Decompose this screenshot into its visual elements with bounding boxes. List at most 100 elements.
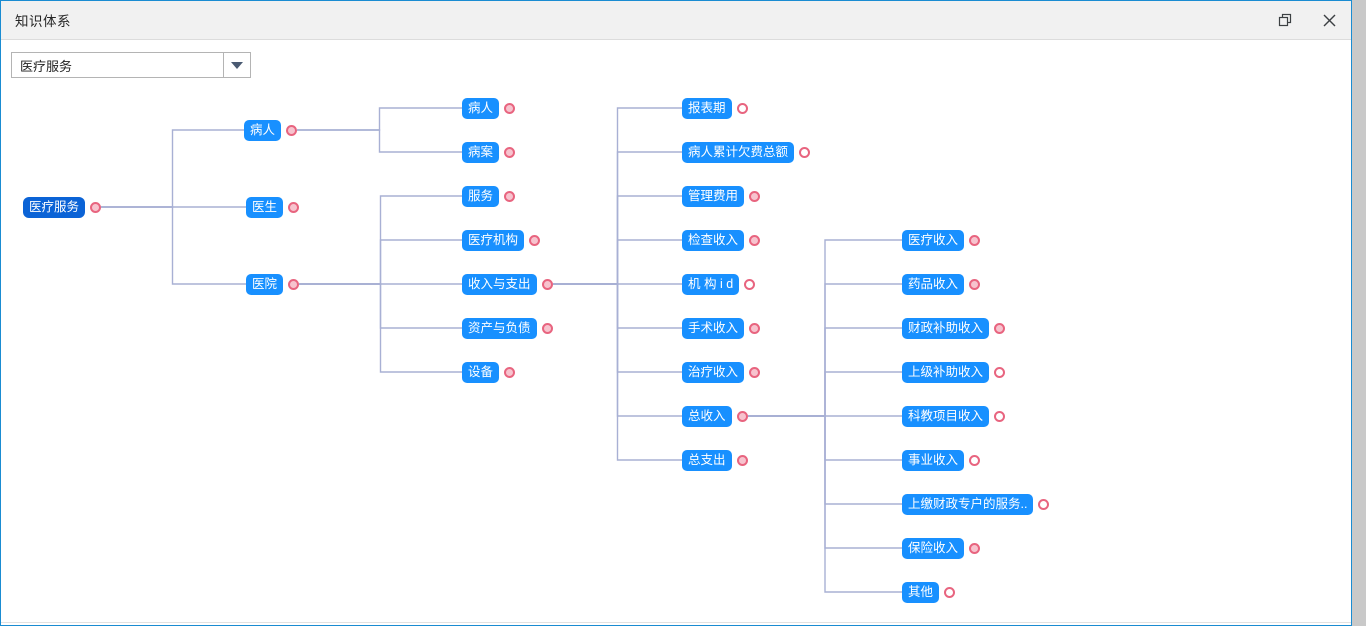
tree-node-toggle-icon[interactable] (736, 103, 748, 114)
tree-node[interactable]: 手术收入 (682, 318, 761, 339)
tree-node-toggle-icon[interactable] (994, 411, 1006, 422)
tree-connector (297, 129, 462, 153)
tree-node[interactable]: 收入与支出 (462, 274, 553, 295)
tree-connector (297, 107, 462, 131)
tree-node[interactable]: 医院 (246, 274, 300, 295)
tree-node-label: 事业收入 (902, 450, 965, 471)
tree-node-label: 其他 (902, 582, 940, 603)
tree-node-label: 病人累计欠费总额 (682, 142, 795, 163)
tree-node[interactable]: 医疗收入 (902, 230, 981, 251)
tree-node-label: 检查收入 (682, 230, 745, 251)
tree-connector (101, 129, 244, 208)
tree-node-toggle-icon[interactable] (749, 235, 761, 246)
tree-node-toggle-icon[interactable] (288, 279, 300, 290)
tree-node[interactable]: 事业收入 (902, 450, 981, 471)
tree-node-toggle-icon[interactable] (994, 323, 1006, 334)
tree-node-toggle-icon[interactable] (799, 147, 811, 158)
tree-node[interactable]: 管理费用 (682, 186, 761, 207)
tree-node-toggle-icon[interactable] (749, 191, 761, 202)
tree-connector (299, 283, 462, 373)
tree-node-toggle-icon[interactable] (541, 323, 553, 334)
tree-node-toggle-icon[interactable] (969, 455, 981, 466)
tree-node[interactable]: 其他 (902, 582, 956, 603)
tree-node[interactable]: 设备 (462, 362, 516, 383)
window-title: 知识体系 (15, 14, 71, 29)
tree-node[interactable]: 服务 (462, 186, 516, 207)
close-button[interactable] (1307, 1, 1351, 39)
tree-node-toggle-icon[interactable] (504, 367, 516, 378)
tree-node-toggle-icon[interactable] (1038, 499, 1050, 510)
tree-connector (748, 371, 902, 417)
tree-connector (299, 239, 462, 285)
tree-node-label: 机 构 i d (682, 274, 740, 295)
tree-node-toggle-icon[interactable] (504, 147, 516, 158)
tree-node[interactable]: 病案 (462, 142, 516, 163)
tree-node-label: 上缴财政专户的服务.. (902, 494, 1034, 515)
tree-node-toggle-icon[interactable] (288, 202, 300, 213)
tree-node[interactable]: 病人累计欠费总额 (682, 142, 811, 163)
tree-canvas[interactable]: 医疗服务 病人医生医院 病人病案服务医疗机构收入与支出资产与负债设备 报表期病人累计欠… (1, 84, 1351, 625)
chevron-down-icon[interactable] (223, 53, 250, 77)
tree-node[interactable]: 病人 (462, 98, 516, 119)
tree-node[interactable]: 总支出 (682, 450, 748, 471)
close-icon (1323, 14, 1335, 26)
tree-node-label: 总收入 (682, 406, 732, 427)
tree-node-toggle-icon[interactable] (541, 279, 553, 290)
tree-node[interactable]: 治疗收入 (682, 362, 761, 383)
tree-node-toggle-icon[interactable] (286, 125, 298, 136)
tree-node-toggle-icon[interactable] (90, 202, 102, 213)
tree-node[interactable]: 机 构 i d (682, 274, 756, 295)
tree-node[interactable]: 上缴财政专户的服务.. (902, 494, 1050, 515)
tree-node[interactable]: 医疗服务 (23, 197, 102, 218)
tree-connector (101, 206, 246, 285)
tree-node-toggle-icon[interactable] (736, 455, 748, 466)
tree-node-label: 医疗收入 (902, 230, 965, 251)
tree-node-toggle-icon[interactable] (504, 103, 516, 114)
knowledge-domain-select[interactable]: 医疗服务 (11, 52, 251, 78)
restore-icon (1278, 13, 1291, 26)
tree-node-label: 总支出 (682, 450, 732, 471)
tree-node[interactable]: 检查收入 (682, 230, 761, 251)
tree-node-toggle-icon[interactable] (529, 235, 541, 246)
tree-node-label: 药品收入 (902, 274, 965, 295)
tree-node-label: 手术收入 (682, 318, 745, 339)
tree-node-toggle-icon[interactable] (969, 235, 981, 246)
tree-connector (553, 239, 682, 285)
tree-node-toggle-icon[interactable] (944, 587, 956, 598)
tree-node-toggle-icon[interactable] (504, 191, 516, 202)
tree-node[interactable]: 药品收入 (902, 274, 981, 295)
tree-node-toggle-icon[interactable] (749, 323, 761, 334)
tree-node-toggle-icon[interactable] (749, 367, 761, 378)
tree-node-label: 医疗服务 (23, 197, 86, 218)
tree-node-label: 管理费用 (682, 186, 745, 207)
tree-node-toggle-icon[interactable] (744, 279, 756, 290)
tree-node[interactable]: 报表期 (682, 98, 748, 119)
tree-node-label: 保险收入 (902, 538, 965, 559)
tree-node-label: 医院 (246, 274, 284, 295)
tree-node[interactable]: 总收入 (682, 406, 748, 427)
tree-node[interactable]: 医疗机构 (462, 230, 541, 251)
window-controls (1263, 1, 1351, 39)
toolbar: 医疗服务 (1, 40, 1351, 84)
tree-node[interactable]: 财政补助收入 (902, 318, 1006, 339)
tree-node-label: 医生 (246, 197, 284, 218)
tree-node-toggle-icon[interactable] (969, 543, 981, 554)
tree-node[interactable]: 保险收入 (902, 538, 981, 559)
tree-connector (748, 415, 902, 593)
tree-node[interactable]: 科教项目收入 (902, 406, 1006, 427)
tree-node-toggle-icon[interactable] (994, 367, 1006, 378)
tree-node-toggle-icon[interactable] (969, 279, 981, 290)
tree-node-label: 收入与支出 (462, 274, 537, 295)
tree-node-toggle-icon[interactable] (736, 411, 748, 422)
tree-connectors (101, 107, 902, 593)
tree-node[interactable]: 医生 (246, 197, 300, 218)
tree-node-label: 病人 (462, 98, 500, 119)
tree-node[interactable]: 上级补助收入 (902, 362, 1006, 383)
restore-button[interactable] (1263, 1, 1307, 39)
tree-node-label: 设备 (462, 362, 500, 383)
tree-node[interactable]: 资产与负债 (462, 318, 553, 339)
tree-node-label: 科教项目收入 (902, 406, 990, 427)
tree-node-label: 病人 (244, 120, 282, 141)
tree-node[interactable]: 病人 (244, 120, 298, 141)
